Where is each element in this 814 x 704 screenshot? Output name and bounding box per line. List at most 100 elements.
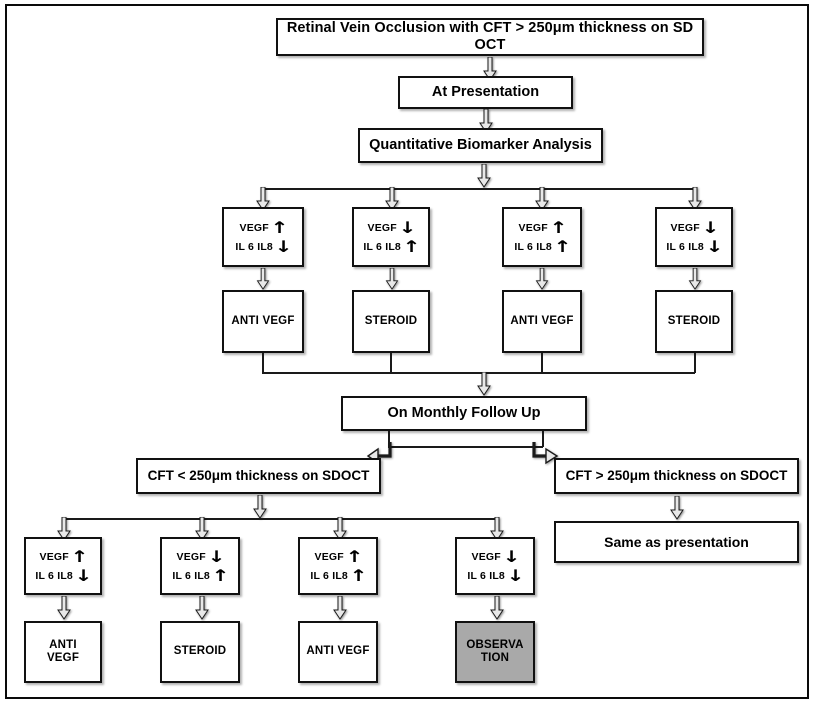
- vegf-label: VEGF: [176, 550, 206, 563]
- node-followup-label: On Monthly Follow Up: [387, 405, 541, 422]
- biomarker-box-p1: VEGF ↑ IL 6 IL8 ↓: [222, 207, 304, 267]
- arrow-f3-to-treatment: [333, 596, 347, 620]
- arrow-presentation-to-analysis: [479, 109, 493, 133]
- vegf-trend-arrow-down: ↓: [701, 217, 720, 237]
- biomarker-row-il: IL 6 IL8 ↓: [467, 567, 524, 583]
- vegf-trend-arrow-up: ↑: [549, 217, 568, 237]
- arrow-bus-to-f2: [195, 517, 209, 541]
- arrow-bus-to-p2: [385, 187, 399, 211]
- arrow-bus-to-f1: [57, 517, 71, 541]
- followup-split-stub-right: [542, 431, 544, 447]
- il-label: IL 6 IL8: [514, 240, 552, 253]
- biomarker-row-il: IL 6 IL8 ↓: [35, 565, 93, 585]
- arrow-bus-to-p1: [256, 187, 270, 211]
- arrow-p2-to-treatment: [385, 268, 399, 290]
- arrow-root-to-presentation: [483, 57, 497, 81]
- biomarker-row-il: IL 6 IL8 ↓: [666, 236, 724, 256]
- arrow-analysis-to-bus: [477, 164, 491, 188]
- elbow-arrow-to-persistent: [528, 440, 560, 468]
- node-same-as-presentation-label: Same as presentation: [604, 533, 749, 550]
- figure-border: [5, 4, 809, 699]
- il-trend-arrow-down: ↓: [74, 565, 93, 585]
- vegf-label: VEGF: [518, 221, 548, 234]
- il-label: IL 6 IL8: [235, 240, 273, 253]
- biomarker-row-il: IL 6 IL8 ↑: [363, 238, 420, 254]
- merge-stub-p2: [390, 353, 392, 373]
- node-cft-resolved: CFT < 250μm thickness on SDOCT: [136, 458, 381, 494]
- arrow-p4-to-treatment: [688, 268, 702, 290]
- treatment-label: STEROID: [173, 645, 227, 658]
- biomarker-box-p3: VEGF ↑ IL 6 IL8 ↑: [502, 207, 582, 267]
- treatment-box-p2: STEROID: [352, 290, 430, 353]
- arrow-resolved-to-bus: [253, 495, 267, 519]
- biomarker-row-il: IL 6 IL8 ↓: [235, 238, 292, 254]
- il-label: IL 6 IL8: [35, 569, 73, 582]
- il-trend-arrow-down: ↓: [705, 236, 724, 256]
- treatment-box-p1: ANTI VEGF: [222, 290, 304, 353]
- vegf-trend-arrow-up: ↑: [270, 217, 289, 237]
- bus-followup-horizontal: [64, 518, 498, 520]
- node-cft-persistent-label: CFT > 250μm thickness on SDOCT: [565, 468, 788, 484]
- biomarker-row-il: IL 6 IL8 ↑: [172, 565, 230, 585]
- arrow-persistent-to-same: [670, 496, 684, 520]
- biomarker-row-vegf: VEGF ↓: [367, 217, 417, 237]
- arrow-bus-to-p4: [688, 187, 702, 211]
- il-label: IL 6 IL8: [467, 569, 505, 582]
- biomarker-box-p2: VEGF ↓ IL 6 IL8 ↑: [352, 207, 430, 267]
- il-trend-arrow-up: ↑: [349, 565, 368, 585]
- vegf-label: VEGF: [239, 221, 269, 234]
- biomarker-row-vegf: VEGF ↑: [518, 217, 568, 237]
- biomarker-row-vegf: VEGF ↓: [471, 546, 521, 566]
- treatment-box-f4-observation: OBSERVA TION: [455, 621, 535, 683]
- node-same-as-presentation: Same as presentation: [554, 521, 799, 563]
- node-root-label: Retinal Vein Occlusion with CFT > 250μm …: [286, 20, 694, 53]
- treatment-box-f1: ANTI VEGF: [24, 621, 102, 683]
- vegf-trend-arrow-down: ↓: [398, 217, 417, 237]
- il-label: IL 6 IL8: [310, 569, 348, 582]
- observation-label-line1: OBSERVA: [466, 638, 524, 651]
- treatment-box-f2: STEROID: [160, 621, 240, 683]
- il-label: IL 6 IL8: [666, 240, 704, 253]
- observation-label-line2: TION: [480, 652, 510, 664]
- treatment-label: STEROID: [667, 314, 721, 327]
- node-at-presentation: At Presentation: [398, 76, 573, 109]
- biomarker-row-il: IL 6 IL8 ↑: [514, 236, 572, 256]
- vegf-trend-arrow-down: ↓: [207, 546, 226, 566]
- bus-presentation-horizontal: [263, 188, 695, 190]
- biomarker-row-vegf: VEGF ↑: [39, 546, 89, 566]
- il-trend-arrow-up: ↑: [553, 236, 572, 256]
- biomarker-row-vegf: VEGF ↑: [314, 546, 364, 566]
- arrow-f1-to-treatment: [57, 596, 71, 620]
- arrow-f4-to-treatment: [490, 596, 504, 620]
- vegf-label: VEGF: [314, 550, 344, 563]
- vegf-label: VEGF: [39, 550, 69, 563]
- node-at-presentation-label: At Presentation: [431, 84, 540, 101]
- il-label: IL 6 IL8: [363, 240, 401, 253]
- vegf-label: VEGF: [471, 550, 501, 563]
- node-cft-persistent: CFT > 250μm thickness on SDOCT: [554, 458, 799, 494]
- merge-stub-p1: [262, 353, 264, 373]
- followup-split-bus: [388, 446, 543, 448]
- treatment-box-p4: STEROID: [655, 290, 733, 353]
- vegf-trend-arrow-up: ↑: [70, 546, 89, 566]
- arrow-p3-to-treatment: [535, 268, 549, 290]
- node-root: Retinal Vein Occlusion with CFT > 250μm …: [276, 18, 704, 56]
- treatment-label: ANTI VEGF: [231, 314, 295, 327]
- il-trend-arrow-up: ↑: [211, 565, 230, 585]
- biomarker-box-f3: VEGF ↑ IL 6 IL8 ↑: [298, 537, 378, 595]
- vegf-label: VEGF: [367, 221, 397, 234]
- node-quantitative-biomarker-analysis: Quantitative Biomarker Analysis: [358, 128, 603, 163]
- arrow-bus-to-f3: [333, 517, 347, 541]
- merge-stub-p3: [541, 353, 543, 373]
- biomarker-row-vegf: VEGF ↓: [176, 546, 226, 566]
- vegf-trend-arrow-down: ↓: [502, 546, 521, 566]
- arrow-p1-to-treatment: [256, 268, 270, 290]
- treatment-label: ANTI VEGF: [46, 638, 80, 664]
- biomarker-box-f1: VEGF ↑ IL 6 IL8 ↓: [24, 537, 102, 595]
- biomarker-box-f2: VEGF ↓ IL 6 IL8 ↑: [160, 537, 240, 595]
- node-on-monthly-follow-up: On Monthly Follow Up: [341, 396, 587, 431]
- arrow-bus-to-f4: [490, 517, 504, 541]
- vegf-trend-arrow-up: ↑: [345, 546, 364, 566]
- treatment-box-f3: ANTI VEGF: [298, 621, 378, 683]
